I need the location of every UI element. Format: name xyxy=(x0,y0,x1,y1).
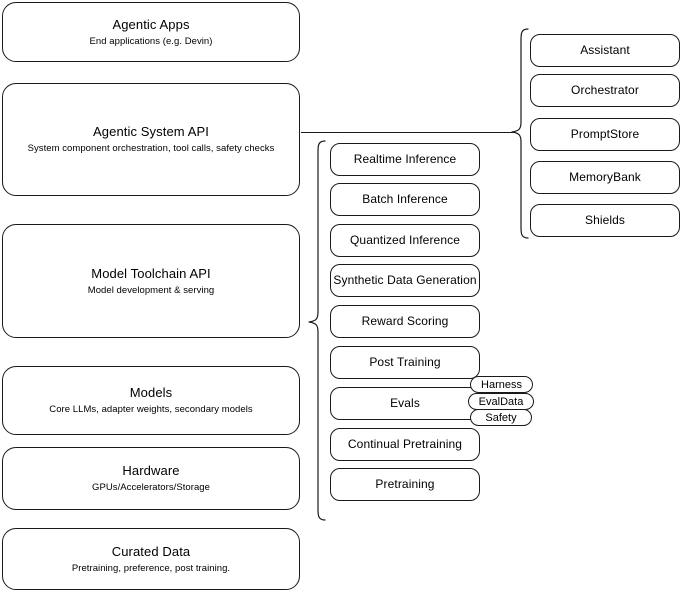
component-batch-inference[interactable]: Batch Inference xyxy=(330,183,480,216)
layer-title: Curated Data xyxy=(111,543,191,559)
system-component-memorybank[interactable]: MemoryBank xyxy=(530,161,680,194)
brace-system-components xyxy=(511,28,529,239)
component-quantized-inference[interactable]: Quantized Inference xyxy=(330,224,480,257)
layer-subtitle: System component orchestration, tool cal… xyxy=(27,143,275,154)
component-label: Reward Scoring xyxy=(361,314,449,328)
system-component-label: Orchestrator xyxy=(571,83,639,97)
component-label: Batch Inference xyxy=(362,192,448,206)
brace-toolchain xyxy=(308,140,326,521)
system-component-label: PromptStore xyxy=(570,127,640,141)
layer-models[interactable]: Models Core LLMs, adapter weights, secon… xyxy=(2,366,300,435)
system-component-label: Assistant xyxy=(580,43,630,57)
system-component-shields[interactable]: Shields xyxy=(530,204,680,237)
layer-subtitle: End applications (e.g. Devin) xyxy=(89,35,213,47)
component-label: Continual Pretraining xyxy=(347,437,463,451)
component-synthetic-data-generation[interactable]: Synthetic Data Generation xyxy=(330,264,480,297)
evals-subcomponent-evaldata[interactable]: EvalData xyxy=(468,393,534,410)
evals-subcomponent-harness[interactable]: Harness xyxy=(470,376,533,393)
layer-agentic-apps[interactable]: Agentic Apps End applications (e.g. Devi… xyxy=(2,2,300,62)
component-continual-pretraining[interactable]: Continual Pretraining xyxy=(330,428,480,461)
layer-subtitle: Pretraining, preference, post training. xyxy=(71,562,231,574)
component-label: Pretraining xyxy=(375,477,435,491)
layer-title: Hardware xyxy=(122,463,180,478)
component-reward-scoring[interactable]: Reward Scoring xyxy=(330,305,480,338)
system-component-label: Shields xyxy=(584,213,626,227)
component-label: Quantized Inference xyxy=(350,233,460,247)
layer-title: Model Toolchain API xyxy=(91,265,211,281)
layer-title: Agentic Apps xyxy=(112,16,190,32)
component-post-training[interactable]: Post Training xyxy=(330,346,480,379)
component-pretraining[interactable]: Pretraining xyxy=(330,468,480,501)
layer-subtitle: Model development & serving xyxy=(87,284,215,296)
layer-hardware[interactable]: Hardware GPUs/Accelerators/Storage xyxy=(2,447,300,510)
system-component-label: MemoryBank xyxy=(569,170,641,184)
component-label: Evals xyxy=(390,396,420,410)
component-label: Post Training xyxy=(369,355,441,369)
layer-subtitle: GPUs/Accelerators/Storage xyxy=(92,482,210,493)
component-label: Synthetic Data Generation xyxy=(333,273,477,287)
connector-line-system-api xyxy=(301,132,515,133)
system-component-assistant[interactable]: Assistant xyxy=(530,34,680,67)
component-evals[interactable]: Evals xyxy=(330,387,480,420)
component-label: Realtime Inference xyxy=(353,152,457,166)
layer-title: Agentic System API xyxy=(93,124,209,139)
component-realtime-inference[interactable]: Realtime Inference xyxy=(330,143,480,176)
evals-subcomponent-safety[interactable]: Safety xyxy=(470,409,532,426)
layer-model-toolchain-api[interactable]: Model Toolchain API Model development & … xyxy=(2,224,300,338)
system-component-promptstore[interactable]: PromptStore xyxy=(530,118,680,151)
layer-title: Models xyxy=(129,385,173,400)
system-component-orchestrator[interactable]: Orchestrator xyxy=(530,74,680,107)
layer-agentic-system-api[interactable]: Agentic System API System component orch… xyxy=(2,83,300,196)
layer-subtitle: Core LLMs, adapter weights, secondary mo… xyxy=(49,404,253,415)
layer-curated-data[interactable]: Curated Data Pretraining, preference, po… xyxy=(2,528,300,590)
